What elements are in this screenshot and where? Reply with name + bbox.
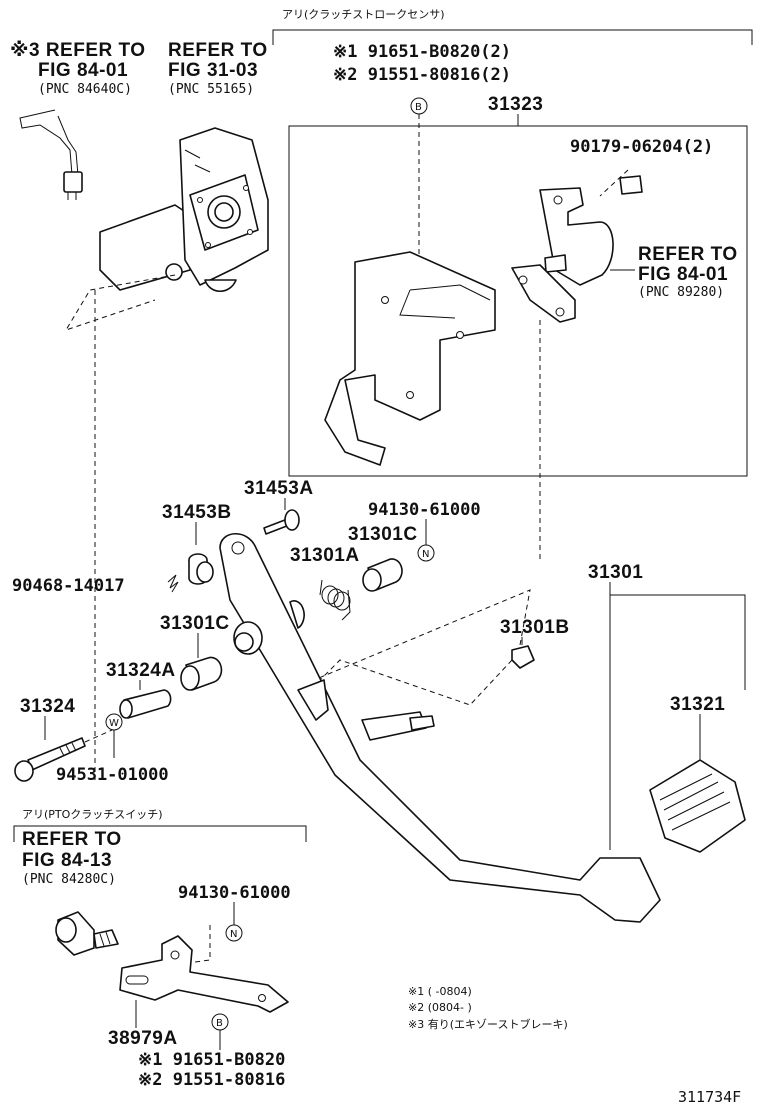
ref-84-01-a-line1: ※3 REFER TO [10, 40, 146, 61]
ref-31-03-line2: FIG 31-03 [168, 60, 258, 81]
part-31323-label: 31323 [488, 94, 543, 115]
part-31324-label: 31324 [20, 696, 75, 717]
ref-31-03-line3: (PNC 55165) [168, 82, 254, 97]
ref-84-01-b: REFER TO FIG 84-01 (PNC 89280) [610, 244, 738, 300]
svg-text:B: B [415, 102, 422, 113]
pto-switch-bracket-38979A-drawing [119, 935, 289, 1013]
part-31301C-left-label: 31301C [160, 613, 230, 634]
b2-note-1: ※1 91651-B0820 [138, 1050, 285, 1070]
bolt-31324-drawing [14, 737, 86, 782]
marker-b-top: B [410, 97, 428, 115]
ref-84-01-a-line3: (PNC 84640C) [38, 82, 132, 97]
part-31453A-label: 31453A [244, 478, 314, 499]
footnote-2: ※2 (0804- ) [408, 1001, 472, 1014]
part-31301-label: 31301 [588, 562, 643, 583]
stroke-sensor-drawing [511, 187, 614, 323]
ref-84-01-b-line3: (PNC 89280) [638, 285, 724, 300]
top-variant-bracket: アリ(クラッチストロークセンサ) [272, 8, 753, 45]
part-31301B-label: 31301B [500, 617, 570, 638]
ref-84-13-line2: FIG 84-13 [22, 850, 112, 871]
pedal-pad-31321-drawing [649, 759, 746, 853]
bushing-31301C-top-drawing [362, 558, 403, 592]
part-38979A-label: 38979A [108, 1028, 178, 1049]
pto-variant-label: アリ(PTOクラッチスイッチ) [22, 808, 163, 821]
svg-text:W: W [109, 718, 119, 729]
bushing-31453B-drawing [188, 553, 214, 585]
ref-84-13-line1: REFER TO [22, 829, 122, 850]
top-variant-label: アリ(クラッチストロークセンサ) [282, 8, 445, 21]
pto-switch-drawing [55, 911, 119, 956]
dash-leader-master [64, 274, 176, 780]
b-note-1: ※1 91651-B0820(2) [333, 42, 511, 62]
part-90468-label: 90468-14017 [12, 576, 125, 596]
collar-31324A-drawing [119, 689, 172, 719]
part-94531-label: 94531-01000 [56, 765, 169, 785]
part-94130-bottom-label: 94130-61000 [178, 883, 291, 903]
clutch-master-bracket-drawing [99, 127, 269, 293]
svg-text:N: N [230, 929, 237, 940]
part-90179-label: 90179-06204(2) [570, 137, 713, 157]
b2-note-2: ※2 91551-80816 [138, 1070, 285, 1090]
marker-b-bottom: B [211, 1013, 229, 1031]
bushing-31301C-left-drawing [180, 656, 223, 691]
ref-84-13: REFER TO FIG 84-13 (PNC 84280C) [22, 829, 122, 887]
part-31301A-label: 31301A [290, 545, 360, 566]
marker-w: W [105, 713, 123, 731]
spring-31301A-drawing [319, 579, 351, 621]
footnote-3: ※3 有り(エキゾーストブレーキ) [408, 1017, 568, 1031]
part-31301C-top-label: 31301C [348, 524, 418, 545]
figure-id: 311734F [678, 1088, 741, 1106]
part-94130-top-label: 94130-61000 [368, 500, 481, 520]
clip-90468-drawing [167, 574, 179, 593]
assy-31323-box [288, 125, 748, 477]
ref-84-01-a: ※3 REFER TO FIG 84-01 (PNC 84640C) [10, 40, 146, 97]
ref-84-01-b-line1: REFER TO [638, 244, 738, 265]
part-31321-label: 31321 [670, 694, 725, 715]
ref-31-03: REFER TO FIG 31-03 (PNC 55165) [168, 40, 268, 97]
clutch-pedal-arm-drawing [219, 533, 661, 923]
nut-90179-drawing [599, 169, 643, 197]
svg-text:B: B [216, 1018, 223, 1029]
footnote-1: ※1 ( -0804) [408, 985, 472, 998]
ref-84-13-line3: (PNC 84280C) [22, 872, 116, 887]
svg-text:N: N [422, 549, 429, 560]
bolt-31453A-drawing [263, 509, 300, 535]
cap-31301B-drawing [289, 589, 535, 706]
sensor-bracket-drawing [324, 251, 496, 466]
ref-31-03-line1: REFER TO [168, 40, 268, 61]
b-note-2: ※2 91551-80816(2) [333, 65, 511, 85]
part-31453B-label: 31453B [162, 502, 232, 523]
sensor-harness-drawing [19, 109, 83, 200]
marker-n-bottom: N [225, 924, 243, 942]
ref-84-01-b-line2: FIG 84-01 [638, 264, 728, 285]
part-31324A-label: 31324A [106, 660, 176, 681]
marker-n-top: N [417, 544, 435, 562]
ref-84-01-a-line2: FIG 84-01 [38, 60, 128, 81]
pto-variant-bracket: アリ(PTOクラッチスイッチ) [13, 808, 307, 842]
